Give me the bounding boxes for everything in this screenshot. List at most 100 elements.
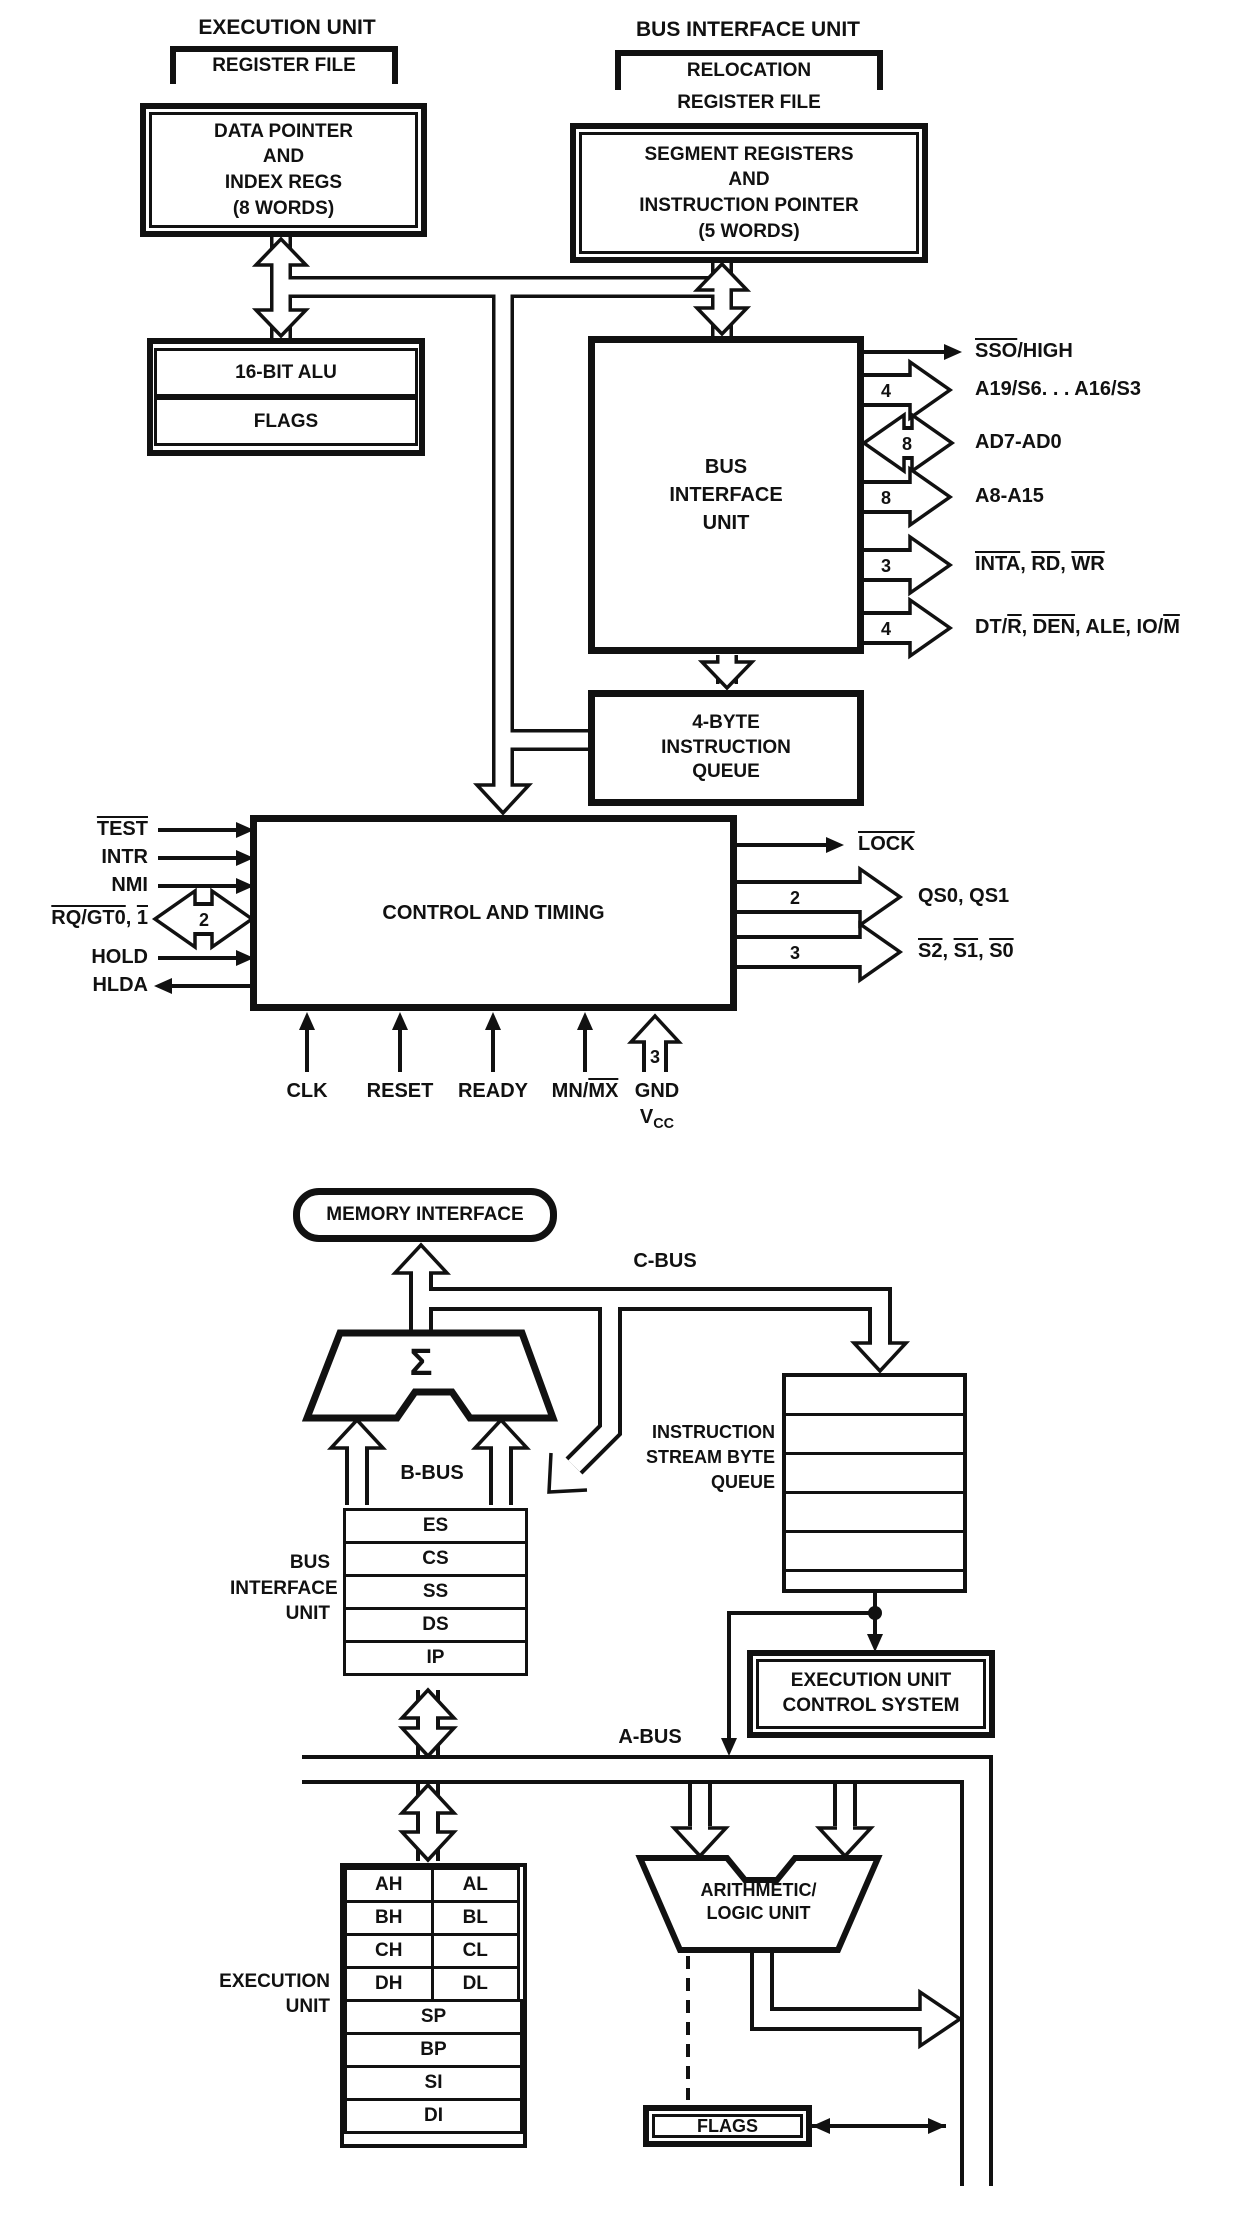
segment-register-stack: ES CS SS DS IP — [343, 1508, 528, 1676]
table-row: CH CL — [344, 1933, 523, 1969]
pin-test: TEST — [96, 818, 148, 840]
queue-slot — [786, 1533, 963, 1572]
seg-line1: SEGMENT REGISTERS — [644, 143, 854, 165]
a-bus-lower-line — [302, 1780, 964, 2186]
eu-side-line1: EXECUTION — [219, 1971, 330, 1992]
width-rqgt: 2 — [199, 910, 209, 930]
adder-sigma-shape — [301, 1329, 559, 1422]
dp-line2: AND — [262, 146, 305, 168]
eu-register-file: AH AL BH BL CH CL DH DL SP BP SI DI — [340, 1863, 527, 2148]
pin-reset: RESET — [366, 1080, 434, 1102]
biu-line1: BUS — [704, 456, 748, 478]
pin-dtr-den-ale-iom: DT/R, DEN, ALE, IO/M — [975, 616, 1180, 638]
pin-vcc: VCC — [639, 1106, 675, 1132]
alu16-flags-box: 16-BIT ALU FLAGS — [147, 338, 425, 456]
queue-slot — [786, 1377, 963, 1416]
eucs-line2: CONTROL SYSTEM — [782, 1695, 960, 1716]
alu-line2: LOGIC UNIT — [706, 1902, 811, 1923]
seg-line3: INSTRUCTION POINTER — [639, 195, 859, 216]
c-bus-label: C-BUS — [633, 1250, 697, 1272]
bus-interface-unit-box: BUS INTERFACE UNIT — [588, 336, 864, 654]
seg-line2: AND — [728, 169, 770, 191]
reg-ah: AH — [344, 1867, 434, 1903]
memory-interface-box: MEMORY INTERFACE — [293, 1188, 557, 1242]
eu-bracket-label: REGISTER FILE — [212, 55, 356, 76]
pin-rq-gt: RQ/GT0, 1 — [51, 907, 148, 929]
biu-side-label: BUS INTERFACE UNIT — [230, 1550, 338, 1627]
alu16-row: 16-BIT ALU — [154, 348, 418, 397]
q-line2: INSTRUCTION — [661, 736, 791, 758]
dp-line3: INDEX REGS — [224, 172, 343, 193]
alu-label: ARITHMETIC/ LOGIC UNIT — [676, 1879, 841, 1924]
bq-line1: INSTRUCTION — [652, 1422, 775, 1442]
width-ad7: 8 — [902, 434, 912, 454]
eucs-line1: EXECUTION UNIT — [790, 1670, 952, 1692]
pin-hold: HOLD — [91, 946, 148, 968]
bq-line2: STREAM BYTE — [645, 1447, 775, 1468]
eu-control-system-box: EXECUTION UNIT CONTROL SYSTEM — [747, 1650, 995, 1738]
byte-queue-label: INSTRUCTION STREAM BYTE QUEUE — [625, 1420, 775, 1496]
biu-line3: UNIT — [702, 512, 750, 534]
pin-ad7-ad0: AD7-AD0 — [975, 431, 1062, 453]
pin-gnd: GND — [634, 1080, 680, 1102]
reg-ip: IP — [343, 1640, 528, 1676]
reg-dh: DH — [344, 1966, 434, 2002]
bq-line3: QUEUE — [710, 1472, 775, 1493]
dp-line4: (8 WORDS) — [232, 197, 335, 219]
flags-label: FLAGS — [697, 2115, 758, 2136]
biu-relocation-bracket: RELOCATION — [615, 50, 883, 90]
reg-bp: BP — [344, 2032, 523, 2068]
queue-slot — [786, 1494, 963, 1533]
b-bus-label: B-BUS — [400, 1462, 464, 1484]
table-row: BH BL — [344, 1900, 523, 1936]
execution-unit-side-label: EXECUTION UNIT — [180, 1970, 330, 2019]
width-a19: 4 — [881, 381, 891, 401]
width-a8: 8 — [881, 488, 891, 508]
width-dtr: 4 — [881, 619, 891, 639]
reg-ss: SS — [343, 1574, 528, 1610]
alu-shape — [635, 1855, 883, 1953]
reg-si: SI — [344, 2065, 523, 2101]
biu-bracket-label-2: REGISTER FILE — [677, 92, 821, 113]
solid-arrowheads — [154, 344, 962, 2134]
pin-nmi: NMI — [111, 874, 148, 896]
table-row: DH DL — [344, 1966, 523, 2002]
reg-di: DI — [344, 2098, 523, 2134]
eu-side-line2: UNIT — [285, 1995, 330, 2017]
reg-sp: SP — [344, 1999, 523, 2035]
alu-line1: ARITHMETIC/ — [700, 1880, 817, 1900]
control-and-timing-box: CONTROL AND TIMING — [250, 815, 737, 1011]
reg-ch: CH — [344, 1933, 434, 1969]
hollow-arrowheads — [151, 236, 964, 2050]
queue-branch-line — [727, 1611, 875, 1738]
pin-ready: READY — [457, 1080, 528, 1102]
pin-lock: LOCK — [858, 833, 915, 855]
segment-registers-box: SEGMENT REGISTERS AND INSTRUCTION POINTE… — [570, 123, 928, 263]
bus-width-numbers: 4 8 8 3 4 2 2 3 3 — [199, 381, 912, 1067]
width-qs: 2 — [790, 888, 800, 908]
seg-line4: (5 WORDS) — [698, 220, 800, 242]
pin-hlda: HLDA — [92, 974, 148, 996]
a-bus-upper-line — [302, 1755, 993, 2186]
reg-bl: BL — [430, 1900, 520, 1936]
sigma-symbol: Σ — [409, 1342, 433, 1384]
biu-title: BUS INTERFACE UNIT — [635, 18, 860, 41]
width-inta: 3 — [881, 556, 891, 576]
reg-dl: DL — [430, 1966, 520, 2002]
biu-side-line1: BUS — [289, 1552, 330, 1573]
reg-al: AL — [430, 1867, 520, 1903]
reg-bh: BH — [344, 1900, 434, 1936]
queue-slot — [786, 1416, 963, 1455]
pin-sso-high: SSO/HIGH — [975, 340, 1073, 362]
pin-clk: CLK — [286, 1080, 328, 1102]
queue-slot — [786, 1455, 963, 1494]
pin-mn-mx: MN/MX — [551, 1080, 619, 1102]
biu-side-line2: INTERFACE — [230, 1577, 338, 1599]
pin-a19-s6: A19/S6. . . A16/S3 — [975, 378, 1142, 400]
biu-line2: INTERFACE — [669, 484, 783, 506]
flags-box: FLAGS — [643, 2105, 812, 2147]
a-bus-label: A-BUS — [618, 1726, 682, 1748]
flags-row: FLAGS — [154, 397, 418, 446]
ct-label: CONTROL AND TIMING — [382, 901, 605, 924]
